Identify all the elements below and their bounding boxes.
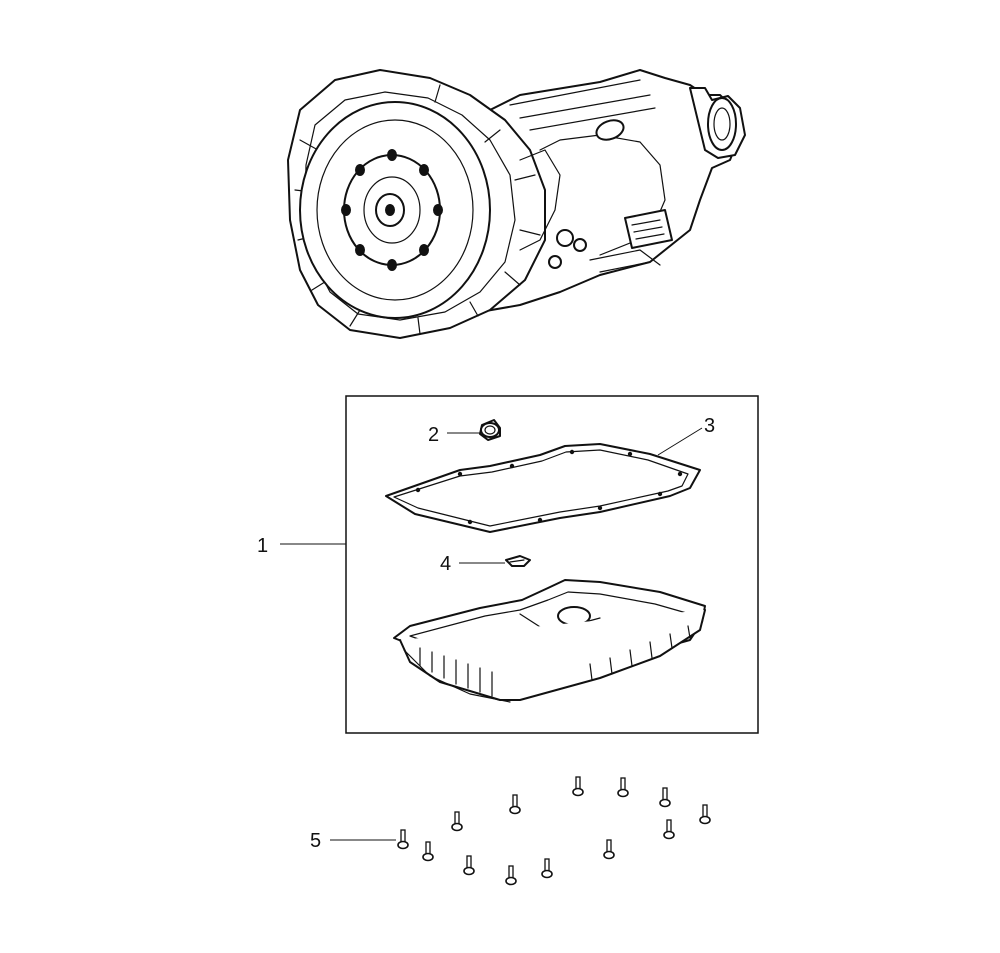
bolt-group [397,776,711,886]
seal-clip [505,555,531,567]
callout-3: 3 [657,415,715,456]
pan-bolt [541,858,553,879]
callout-label-1: 1 [257,535,268,557]
callout-label-5: 5 [310,830,321,852]
oil-pan [393,579,706,703]
callout-1: 1 [257,535,346,557]
pan-bolt [505,865,517,886]
pan-bolt [659,787,671,808]
transmission-assembly [287,69,746,339]
pan-bolt [397,829,409,850]
drain-plug [479,419,501,441]
pan-bolt [699,804,711,825]
pan-gasket [385,443,701,533]
pan-bolt [663,819,675,840]
pan-bolt [509,794,521,815]
callout-label-4: 4 [440,553,451,575]
callout-5: 5 [310,830,396,852]
pan-bolt [617,777,629,798]
kit-frame [345,395,759,734]
pan-bolt [572,776,584,797]
pan-bolt [422,841,434,862]
callout-4: 4 [440,553,505,575]
pan-bolt [603,839,615,860]
pan-bolt [451,811,463,832]
callout-2: 2 [428,424,480,446]
callout-label-3: 3 [704,415,715,437]
callout-label-2: 2 [428,424,439,446]
pan-bolt [463,855,475,876]
leader-3 [657,427,703,456]
